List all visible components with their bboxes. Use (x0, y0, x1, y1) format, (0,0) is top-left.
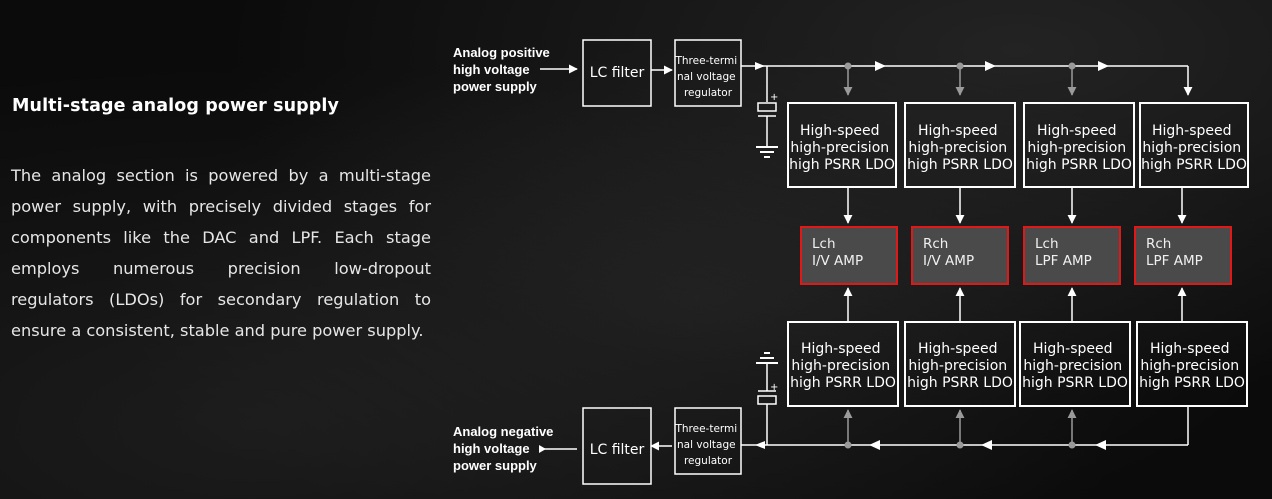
ldo-bottom-4: High-speed high-precision high PSRR LDO (1136, 321, 1248, 407)
ldo-top-2: High-speed high-precision high PSRR LDO (904, 102, 1016, 188)
lc-filter-negative: LC filter (582, 407, 652, 485)
svg-text:High-speed high-precisio: High-speed high-precision high PSRR LDO (1022, 341, 1128, 391)
ldo-to-amp-arrows-bottom (843, 287, 1187, 322)
positive-capacitor-ground-icon: + (756, 66, 778, 158)
ldo-bottom-1: High-speed high-precision high PSRR LDO (787, 321, 899, 407)
svg-text:LC filter: LC filter (590, 442, 645, 458)
svg-text:Three-termi nal voltage: Three-termi nal voltage regulator (674, 55, 740, 99)
svg-text:High-speed high-precisio: High-speed high-precision high PSRR LDO (1026, 123, 1132, 173)
svg-text:High-speed high-precisio: High-speed high-precision high PSRR LDO (1141, 123, 1247, 173)
negative-capacitor-ground-icon: + (756, 352, 778, 445)
positive-supply-label: Analog positive high voltage power suppl… (453, 45, 553, 94)
svg-text:High-speed high-precisio: High-speed high-precision high PSRR LDO (907, 123, 1013, 173)
svg-text:High-speed high-precisio: High-speed high-precision high PSRR LDO (907, 341, 1013, 391)
svg-text:LC filter: LC filter (590, 65, 645, 81)
section-heading: Multi-stage analog power supply (12, 96, 340, 116)
svg-text:High-speed high-precisio: High-speed high-precision high PSRR LDO (790, 341, 896, 391)
regulator-negative: Three-termi nal voltage regulator (674, 407, 742, 475)
ldo-top-4: High-speed high-precision high PSRR LDO (1139, 102, 1249, 188)
section-description: The analog section is powered by a multi… (11, 166, 431, 340)
svg-text:+: + (770, 382, 778, 393)
negative-supply-label: Analog negative high voltage power suppl… (453, 424, 557, 473)
ldo-top-3: High-speed high-precision high PSRR LDO (1023, 102, 1135, 188)
ldo-bottom-3: High-speed high-precision high PSRR LDO (1019, 321, 1131, 407)
positive-rail (741, 61, 1193, 96)
negative-rail (741, 406, 1189, 450)
ldo-bottom-2: High-speed high-precision high PSRR LDO (904, 321, 1016, 407)
svg-text:High-speed high-precisio: High-speed high-precision high PSRR LDO (1139, 341, 1245, 391)
svg-text:+: + (770, 92, 778, 103)
regulator-positive: Three-termi nal voltage regulator (674, 39, 742, 107)
lc-filter-positive: LC filter (582, 39, 652, 107)
svg-text:High-speed high-precisio: High-speed high-precision high PSRR LDO (789, 123, 895, 173)
ldo-top-1: High-speed high-precision high PSRR LDO (787, 102, 897, 188)
svg-text:Three-termi nal voltage: Three-termi nal voltage regulator (674, 423, 740, 467)
ldo-to-amp-arrows-top (843, 187, 1187, 224)
negative-input-arrowhead (539, 445, 546, 453)
